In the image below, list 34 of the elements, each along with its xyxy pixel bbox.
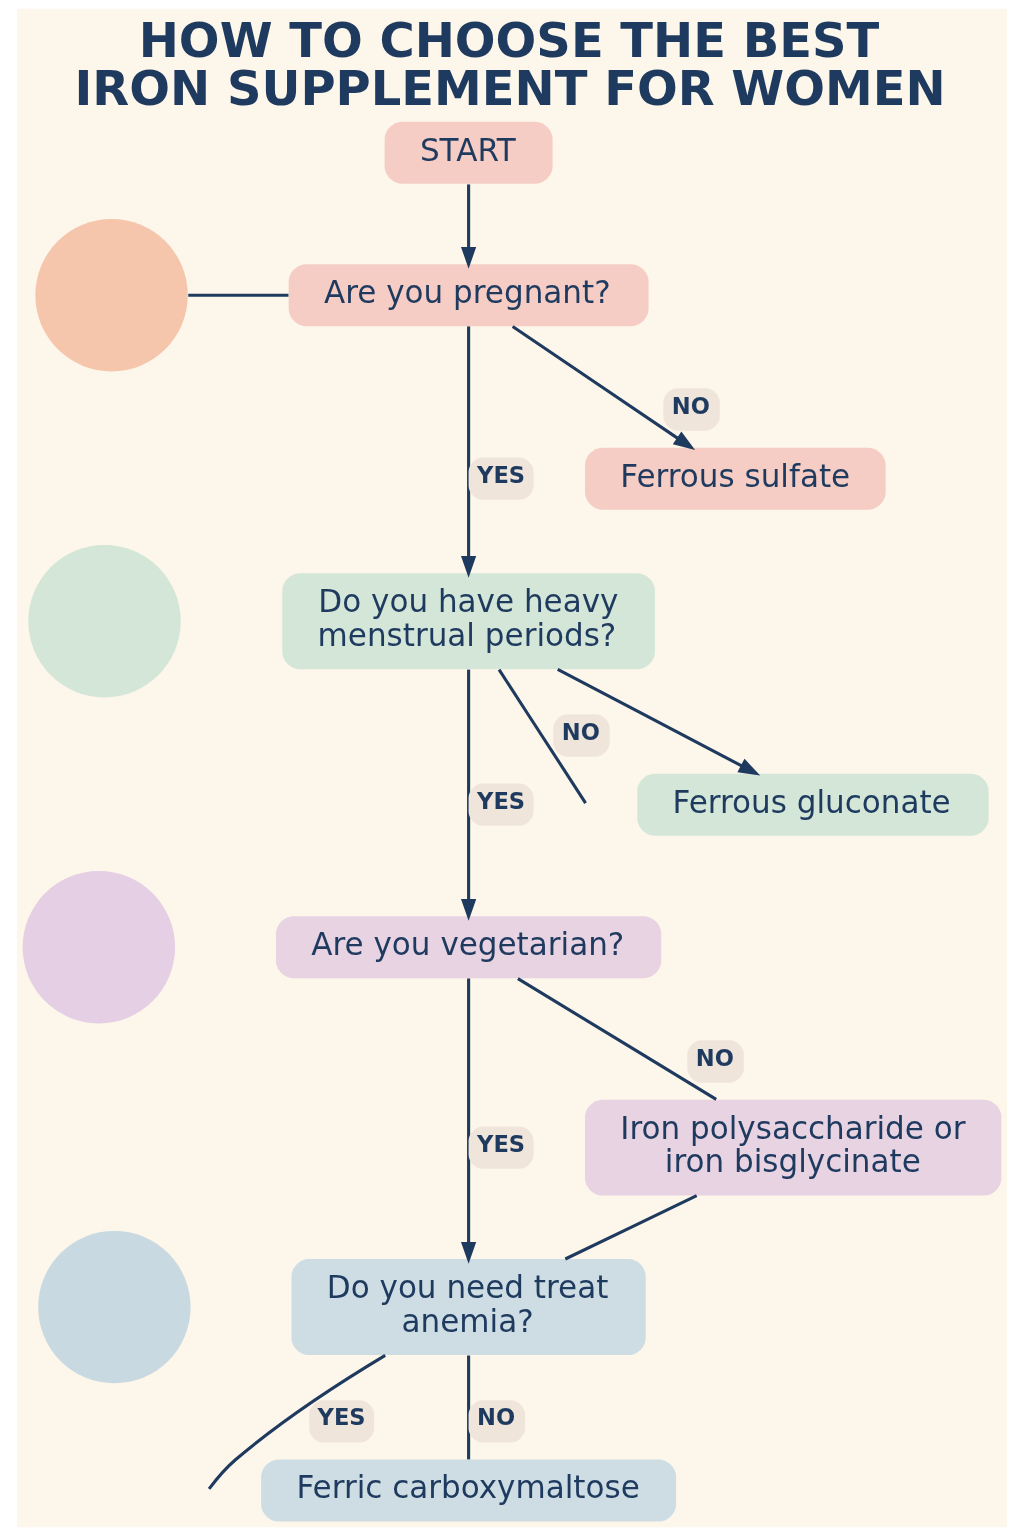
connector xyxy=(207,1354,386,1490)
arrow xyxy=(461,978,477,1264)
arrow xyxy=(461,669,477,921)
node-box: Ferrous sulfate xyxy=(585,447,886,510)
edge-label: YES xyxy=(477,461,526,488)
connector xyxy=(564,1194,698,1261)
node-box: Iron polysaccharide or iron bisglycinate xyxy=(585,1099,1002,1196)
arrow xyxy=(557,668,761,776)
node-circle xyxy=(38,1230,191,1384)
node-box: Do you need treat anemia? xyxy=(291,1259,646,1356)
edge-label: YES xyxy=(317,1404,366,1431)
arrow xyxy=(461,326,477,578)
node-box: Ferrous gluconate xyxy=(637,773,989,836)
node-circle xyxy=(35,219,188,372)
node-box: Are you pregnant? xyxy=(288,264,649,327)
node-box: Are you vegetarian? xyxy=(275,916,662,979)
edge-label: NO xyxy=(561,718,600,745)
node-circle xyxy=(22,871,176,1024)
connector xyxy=(517,977,717,1101)
node-box: Do you have heavy menstrual periods? xyxy=(282,573,655,670)
node-box: START xyxy=(384,121,553,184)
arrow xyxy=(461,184,477,269)
connector xyxy=(467,1355,471,1460)
edge-label: NO xyxy=(477,1404,516,1431)
edge-label: YES xyxy=(477,787,526,814)
node-box: Ferric carboxymaltose xyxy=(261,1459,677,1522)
connector xyxy=(188,293,289,297)
edge-label: YES xyxy=(477,1130,526,1157)
diagram-title: HOW TO CHOOSE THE BEST IRON SUPPLEMENT FOR WOMEN xyxy=(74,12,946,116)
edge-label: NO xyxy=(695,1044,734,1071)
connector xyxy=(497,668,587,804)
arrow xyxy=(511,325,696,451)
edge-label: NO xyxy=(671,392,710,419)
node-circle xyxy=(28,545,181,698)
